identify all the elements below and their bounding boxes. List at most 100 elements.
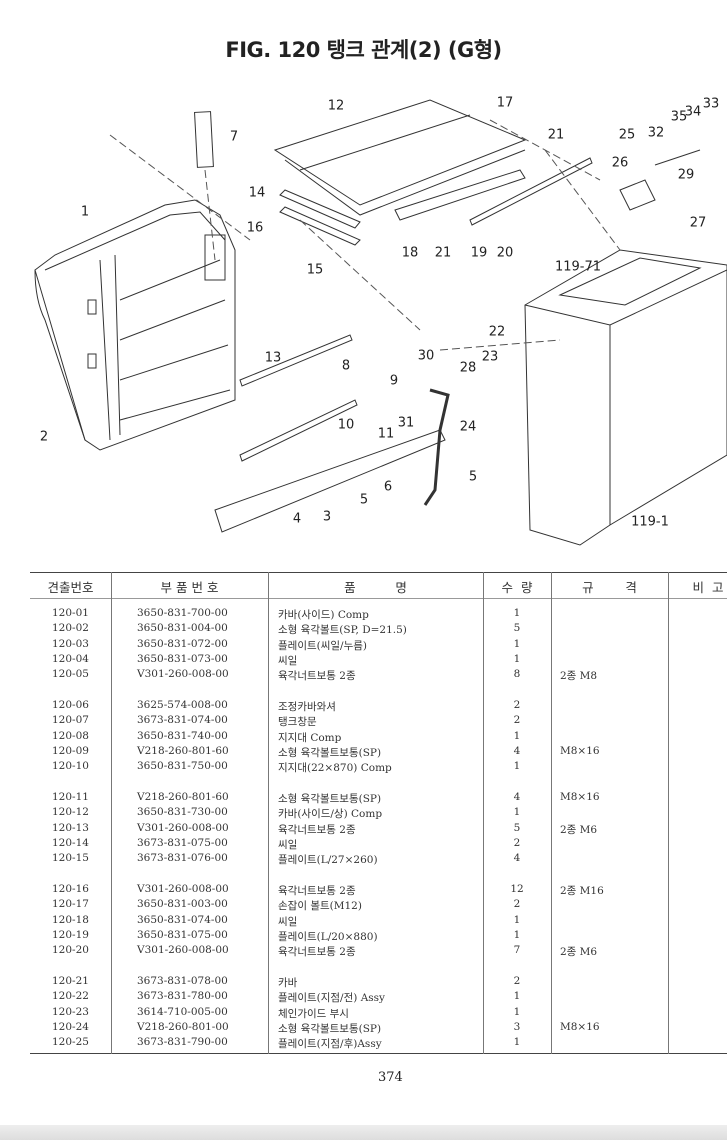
cell-part-no: V218-260-801-00 [137, 1020, 229, 1033]
cell-quantity: 1 [513, 652, 521, 665]
callout-label: 7 [229, 129, 239, 145]
cell-quantity: 1 [513, 637, 521, 650]
cell-spec: M8×16 [560, 744, 600, 757]
cell-part-name: 카바(사이드) Comp [278, 609, 369, 621]
cell-part-no: 3650-831-072-00 [137, 637, 228, 650]
cell-part-name: 소형 육각볼트보통(SP) [278, 1022, 382, 1035]
cell-item-no: 120-12 [52, 806, 89, 819]
cell-part-name: 육각너트보통 2종 [278, 946, 356, 959]
cell-item-no: 120-02 [52, 622, 89, 635]
callout-label: 8 [341, 358, 351, 374]
cell-item-no: 120-24 [52, 1020, 89, 1033]
cell-item-no: 120-13 [52, 821, 89, 834]
cell-part-name: 육각너트보통 2종 [278, 670, 356, 683]
cell-part-no: 3650-831-003-00 [137, 898, 228, 911]
cell-item-no: 120-23 [52, 1005, 89, 1018]
cell-item-no: 120-10 [52, 760, 89, 773]
cell-part-no: 3625-574-008-00 [137, 699, 228, 711]
cell-item-no: 120-06 [52, 699, 89, 711]
callout-label: 34 [684, 104, 702, 120]
cell-part-no: 3673-831-076-00 [137, 852, 228, 865]
cell-quantity: 2 [513, 836, 521, 849]
tank-body-drawing [524, 249, 727, 546]
cell-item-no: 120-17 [52, 898, 89, 911]
cell-quantity: 5 [513, 821, 521, 834]
callout-label: 22 [488, 324, 506, 340]
cell-quantity: 12 [510, 883, 524, 895]
cell-quantity: 4 [513, 744, 521, 757]
cell-part-name: 플레이트(L/27×260) [278, 854, 378, 867]
cell-quantity: 4 [513, 791, 521, 803]
callout-label: 28 [459, 360, 477, 376]
cell-part-no: 3650-831-004-00 [137, 622, 228, 635]
cell-spec: 2종 M6 [560, 946, 598, 959]
cell-item-no: 120-15 [52, 852, 89, 865]
cell-quantity: 1 [513, 806, 521, 819]
cell-part-name: 소형 육각볼트보통(SP) [278, 793, 382, 805]
cell-part-no: 3673-831-790-00 [137, 1036, 228, 1049]
callout-label: 24 [459, 419, 477, 435]
cell-item-no: 120-14 [52, 836, 89, 849]
cell-part-name: 카바(사이드/상) Comp [278, 808, 383, 821]
cell-part-no: 3673-831-074-00 [137, 714, 228, 727]
cell-part-name: 카바 [278, 977, 298, 989]
cell-quantity: 1 [513, 1036, 521, 1049]
cell-spec: M8×16 [560, 1020, 600, 1033]
figure-title: FIG. 120 탱크 관계(2) (G형) [225, 38, 502, 62]
cell-part-no: V301-260-008-00 [137, 883, 229, 895]
cell-quantity: 4 [513, 852, 521, 865]
callout-label: 11 [377, 426, 395, 442]
cell-item-no: 120-08 [52, 729, 89, 742]
cell-item-no: 120-04 [52, 652, 89, 665]
cell-part-name: 탱크창문 [278, 716, 317, 729]
cell-item-no: 120-16 [52, 883, 89, 895]
cell-quantity: 2 [513, 714, 521, 727]
cell-part-name: 씨일 [278, 654, 298, 667]
cell-item-no: 120-22 [52, 990, 89, 1003]
cell-part-no: 3650-831-750-00 [137, 760, 228, 773]
cell-part-name: 체인가이드 부시 [278, 1007, 349, 1020]
cell-part-name: 육각너트보통 2종 [278, 823, 356, 836]
callout-label: 17 [496, 95, 514, 111]
cell-part-no: 3673-831-078-00 [137, 975, 228, 987]
cell-quantity: 2 [513, 898, 521, 911]
cell-quantity: 2 [513, 975, 521, 987]
callout-label: 13 [264, 350, 282, 366]
cell-item-no: 120-05 [52, 668, 89, 681]
cell-part-no: V218-260-801-60 [137, 791, 229, 803]
callout-label: 31 [397, 415, 415, 431]
cell-item-no: 120-18 [52, 913, 89, 926]
callout-label: 9 [389, 373, 399, 389]
cell-quantity: 1 [513, 928, 521, 941]
callout-label: 21 [547, 127, 565, 143]
page-number: 374 [378, 1070, 403, 1085]
cell-spec: 2종 M6 [560, 823, 598, 836]
cell-item-no: 120-11 [52, 791, 89, 803]
cell-part-name: 조정카바와셔 [278, 701, 336, 713]
callout-label: 4 [292, 511, 302, 527]
cell-item-no: 120-19 [52, 928, 89, 941]
cell-spec: M8×16 [560, 791, 600, 803]
cell-part-name: 소형 육각볼트보통(SP) [278, 746, 382, 759]
callout-label: 119-1 [631, 514, 669, 530]
cell-part-name: 씨일 [278, 838, 298, 851]
callout-label: 15 [306, 262, 324, 278]
callout-label: 2 [39, 429, 49, 445]
cell-part-name: 플레이트(지점/후)Assy [278, 1038, 382, 1051]
cell-quantity: 3 [513, 1020, 521, 1033]
cell-part-no: V301-260-008-00 [137, 668, 229, 681]
header-remarks: 비 고 [692, 580, 724, 595]
exploded-parts-diagram [34, 99, 727, 546]
cell-part-no: 3650-831-730-00 [137, 806, 228, 819]
cell-part-no: V301-260-008-00 [137, 944, 229, 957]
callout-label: 23 [481, 349, 499, 365]
cell-quantity: 7 [513, 944, 521, 957]
cell-item-no: 120-01 [52, 607, 89, 619]
cell-part-name: 씨일 [278, 915, 298, 928]
header-item-no: 견출번호 [47, 580, 94, 595]
header-part-name: 품 명 [344, 580, 407, 595]
callout-label: 16 [246, 220, 264, 236]
callout-label: 1 [80, 204, 90, 220]
header-quantity: 수 량 [501, 580, 533, 595]
